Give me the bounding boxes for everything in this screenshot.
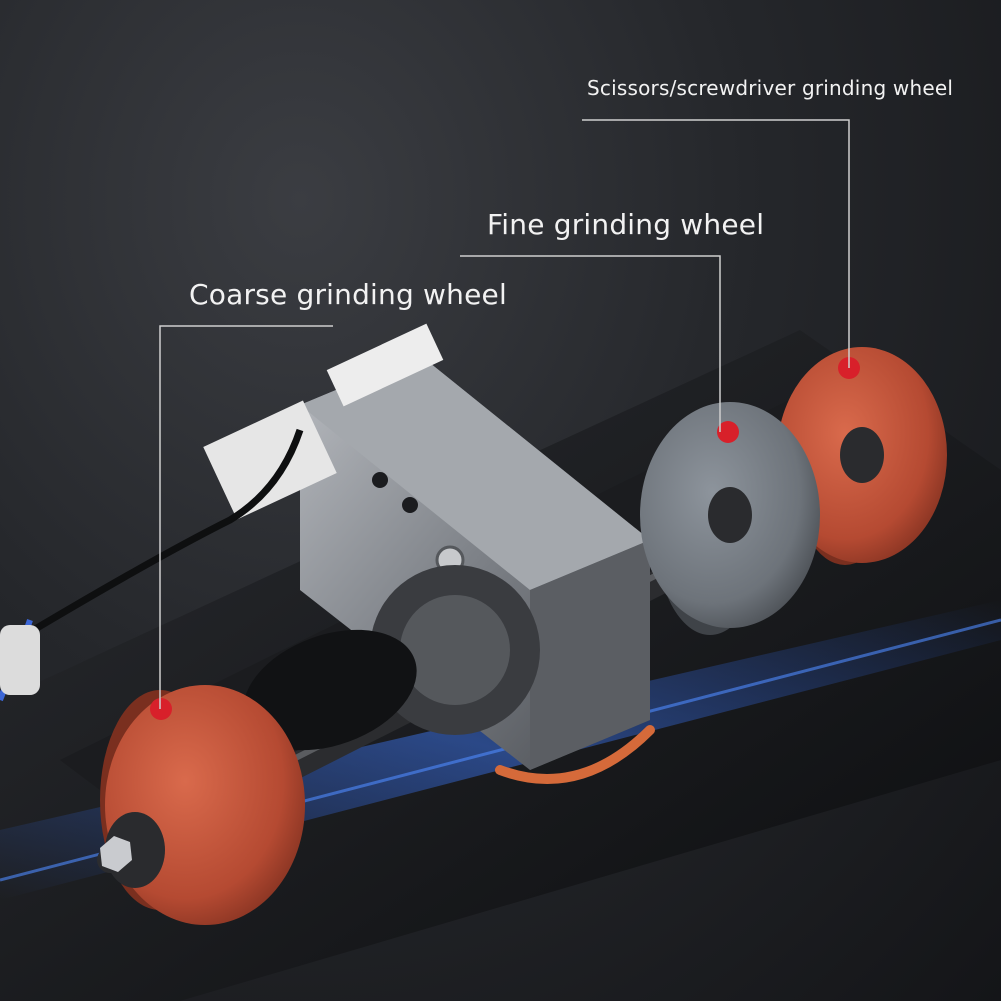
fine-grinding-wheel bbox=[640, 402, 820, 635]
leader-line-coarse bbox=[159, 325, 333, 709]
power-wires bbox=[0, 428, 304, 702]
marker-dot-fine bbox=[717, 421, 739, 443]
marker-dot-coarse bbox=[150, 698, 172, 720]
coarse-grinding-wheel bbox=[100, 685, 305, 925]
leader-line-scissors bbox=[582, 119, 850, 368]
label-coarse-grinding-wheel: Coarse grinding wheel bbox=[189, 278, 507, 311]
leader-line-fine bbox=[460, 255, 721, 432]
label-fine-grinding-wheel: Fine grinding wheel bbox=[487, 208, 765, 241]
callout-leader-lines bbox=[159, 119, 850, 709]
label-scissors-screwdriver-wheel: Scissors/screwdriver grinding wheel bbox=[587, 76, 954, 100]
motor-block bbox=[203, 323, 655, 784]
fan-blade bbox=[243, 629, 417, 751]
